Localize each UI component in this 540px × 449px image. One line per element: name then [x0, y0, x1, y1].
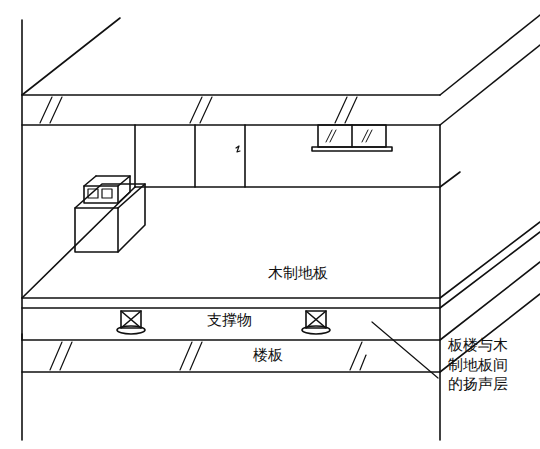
callout-label: 板楼与木制地板间的扬声层: [448, 336, 510, 395]
slab-label: 楼板: [250, 346, 286, 366]
support-label: 支撑物: [204, 311, 255, 331]
floor-label: 木制地板: [268, 264, 328, 284]
